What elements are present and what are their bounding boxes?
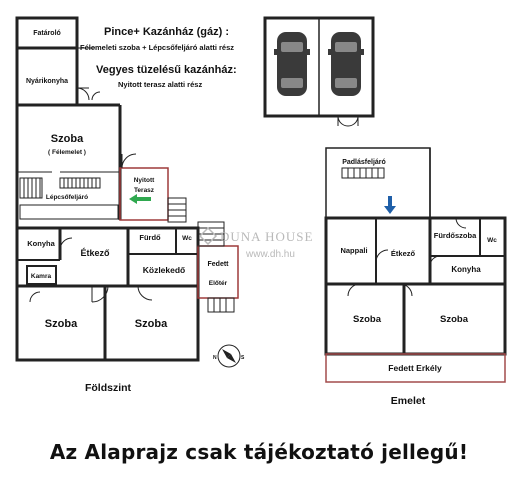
label-nyitott-terasz-2: Terasz — [134, 187, 155, 194]
watermark-brand: DUNA HOUSE — [220, 229, 313, 244]
padlas-stairs — [341, 167, 385, 179]
ground-floor-plan — [15, 16, 239, 362]
entrance-arrow-green — [129, 194, 151, 204]
label-konyha-gf: Konyha — [27, 239, 55, 248]
label-kozlekedo: Közlekedő — [143, 265, 186, 275]
watermark: DUNA HOUSE www.dh.hu — [198, 226, 313, 260]
car-icon-right — [328, 32, 364, 96]
nyarikonyha-room — [15, 46, 79, 107]
legend-line-4: Nyitott terasz alatti rész — [118, 80, 203, 89]
label-furdoszoba: Fürdőszoba — [434, 231, 477, 240]
label-etkezo-gf: Étkező — [80, 248, 110, 258]
label-etkezo-uf: Étkező — [391, 249, 416, 258]
label-kamra: Kamra — [31, 273, 52, 280]
label-padlasfeljaro: Padlásfeljáró — [342, 159, 386, 166]
legend-line-1: Pince+ Kazánház (gáz) : — [104, 26, 230, 38]
label-szoba-gf-left: Szoba — [45, 318, 78, 330]
svg-text:N: N — [213, 355, 217, 361]
terasz-stairs — [167, 197, 187, 223]
caption-emelet: Emelet — [391, 395, 426, 407]
duna-house-logo-icon — [198, 226, 218, 246]
label-fedett-erkely: Fedett Erkély — [388, 363, 442, 373]
label-konyha-uf: Konyha — [451, 265, 481, 274]
lepcso-stairs — [19, 177, 119, 220]
label-szoba-felemelet: Szoba — [51, 133, 84, 145]
label-szoba-uf-right: Szoba — [440, 314, 469, 325]
label-nyitott-terasz-1: Nyitott — [134, 177, 155, 184]
caption-foldszint: Földszint — [85, 382, 132, 394]
car-icon-left — [274, 32, 310, 96]
eloter-stairs — [197, 221, 235, 313]
compass-icon: N S — [213, 344, 245, 368]
entrance-arrow-blue — [384, 196, 396, 214]
disclaimer-text: Az Alaprajz csak tájékoztató jellegű! — [49, 440, 469, 464]
label-nyarikonyha: Nyárikonyha — [26, 78, 68, 85]
nyitott-terasz-area — [119, 167, 169, 221]
label-szoba-gf-right: Szoba — [135, 318, 168, 330]
label-szoba-uf-left: Szoba — [353, 314, 382, 325]
label-wc-uf: Wc — [487, 237, 497, 244]
legend-line-2: Félemeleti szoba + Lépcsőfeljáró alatti … — [80, 43, 235, 52]
label-furdo-gf: Fürdő — [139, 233, 161, 242]
label-fedett-eloter-2: Előtér — [209, 280, 228, 287]
label-felemelet-note: ( Félemelet ) — [48, 149, 86, 156]
label-wc-gf: Wc — [182, 235, 192, 242]
garage-plan — [263, 16, 375, 127]
watermark-url: www.dh.hu — [245, 249, 295, 260]
fedett-eloter-area — [197, 245, 239, 299]
room-labels: Fatároló Nyárikonyha Szoba ( Félemelet )… — [26, 30, 497, 407]
label-fedett-eloter-1: Fedett — [208, 261, 230, 268]
fedett-erkely-area — [325, 353, 506, 383]
legend-line-3: Vegyes tüzelésű kazánház: — [96, 64, 237, 76]
svg-text:S: S — [241, 355, 245, 361]
upper-floor-plan — [324, 147, 507, 383]
label-fataroló: Fatároló — [33, 30, 61, 37]
label-lepcsofeljaro: Lépcsőfeljáró — [46, 194, 88, 201]
label-nappali: Nappali — [340, 246, 367, 255]
